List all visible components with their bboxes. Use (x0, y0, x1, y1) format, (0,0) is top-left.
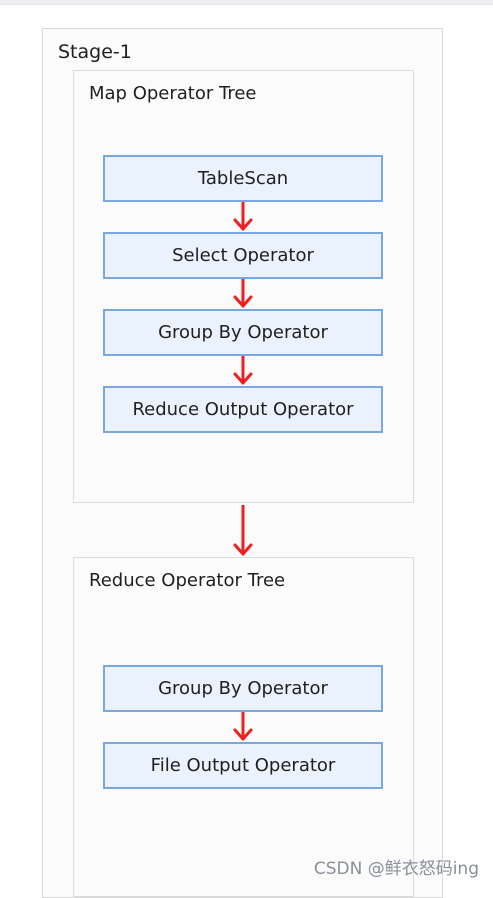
reduce-output-operator-node: Reduce Output Operator (103, 386, 383, 433)
group-by-operator-node: Group By Operator (103, 665, 383, 712)
arrow-down-icon (233, 712, 253, 741)
tablescan-operator-node: TableScan (103, 155, 383, 202)
select-operator-node: Select Operator (103, 232, 383, 279)
arrow-down-icon (233, 279, 253, 308)
watermark: CSDN @鲜衣怒码ing (313, 859, 479, 879)
file-output-operator-node: File Output Operator (103, 742, 383, 789)
reduce-operator-tree-title: Reduce Operator Tree (89, 570, 286, 591)
stage-title: Stage-1 (58, 41, 132, 63)
top-divider (0, 0, 493, 5)
map-operator-tree-title: Map Operator Tree (89, 83, 257, 104)
group-by-operator-node: Group By Operator (103, 309, 383, 356)
arrow-down-icon (233, 202, 253, 231)
arrow-down-icon (233, 505, 253, 556)
arrow-down-icon (233, 356, 253, 385)
